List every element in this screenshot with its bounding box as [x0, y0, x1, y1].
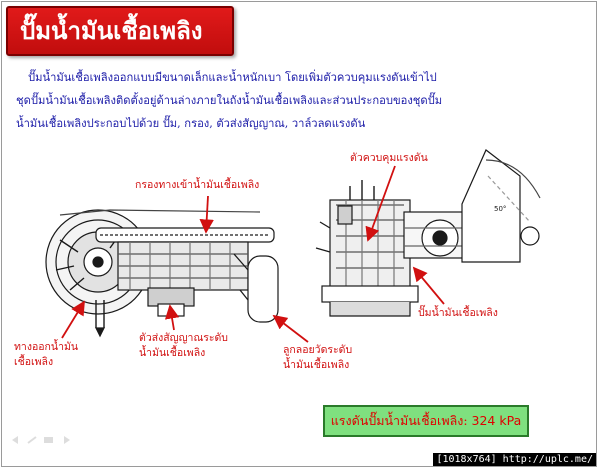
- callout-fuel-outlet-line1: ทางออกน้ำมัน: [14, 341, 79, 353]
- slide-nav-toolbar[interactable]: [8, 434, 78, 446]
- callout-pressure-regulator: ตัวควบคุมแรงดัน: [350, 152, 428, 164]
- pressure-spec-box: แรงดันปั๊มน้ำมันเชื้อเพลิง: 324 kPa: [323, 405, 529, 437]
- pressure-value: 324 kPa: [471, 413, 522, 428]
- callout-fuel-outlet: ทางออกน้ำมัน เชื้อเพลิง: [14, 340, 78, 370]
- slide-title: ปั๊มน้ำมันเชื้อเพลิง: [6, 6, 234, 56]
- callout-level-float-line2: น้ำมันเชื้อเพลิง: [283, 359, 350, 371]
- callout-level-sender-line2: น้ำมันเชื้อเพลิง: [139, 347, 206, 359]
- intro-paragraph: ปั๊มน้ำมันเชื้อเพลิงออกแบบมีขนาดเล็กและน…: [16, 66, 500, 135]
- callout-inlet-filter: กรองทางเข้าน้ำมันเชื้อเพลิง: [135, 179, 260, 191]
- pressure-label: แรงดันปั๊มน้ำมันเชื้อเพลิง:: [330, 413, 468, 428]
- left-pump-assembly: [45, 209, 279, 338]
- callout-level-float-line1: ลูกลอยวัดระดับ: [283, 344, 353, 356]
- angle-mark: 50°: [494, 205, 506, 213]
- next-slide-icon[interactable]: [64, 436, 70, 444]
- right-pump-assembly: 50°: [315, 149, 541, 317]
- callout-level-sender: ตัวส่งสัญญาณระดับ น้ำมันเชื้อเพลิง: [139, 331, 228, 361]
- callout-arrows: [61, 165, 445, 343]
- callout-fuel-pump: ปั๊มน้ำมันเชื้อเพลิง: [418, 307, 498, 319]
- intro-line-3: น้ำมันเชื้อเพลิงประกอบไปด้วย ปั๊ม, กรอง,…: [16, 117, 366, 130]
- callout-fuel-outlet-line2: เชื้อเพลิง: [14, 356, 54, 368]
- menu-icon[interactable]: [44, 437, 53, 443]
- intro-line-1: ปั๊มน้ำมันเชื้อเพลิงออกแบบมีขนาดเล็กและน…: [28, 71, 437, 84]
- image-stamp: [1018x764] http://uplc.me/: [433, 453, 596, 466]
- pen-icon[interactable]: [27, 436, 37, 444]
- callout-level-float: ลูกลอยวัดระดับ น้ำมันเชื้อเพลิง: [283, 343, 352, 373]
- prev-slide-icon[interactable]: [12, 436, 18, 444]
- callout-level-sender-line1: ตัวส่งสัญญาณระดับ: [139, 332, 228, 344]
- intro-line-2: ชุดปั๊มน้ำมันเชื้อเพลิงติดตั้งอยู่ด้านล่…: [16, 94, 443, 107]
